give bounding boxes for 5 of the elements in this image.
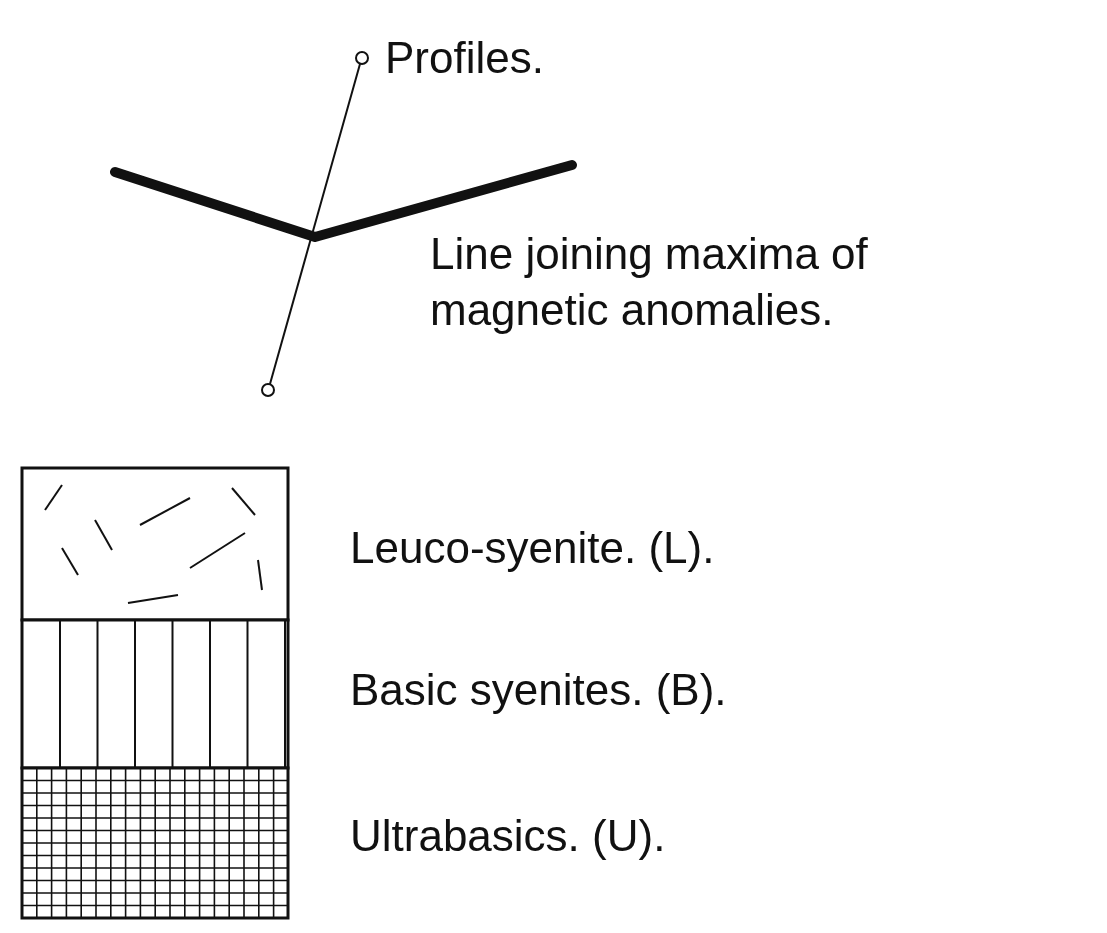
legend-text: Line joining maxima of magnetic anomalies.	[430, 228, 869, 337]
legend-text: Profiles.	[385, 32, 545, 84]
legend-text: Leuco-syenite. (L).	[350, 522, 716, 574]
legend-text: Basic syenites. (B).	[350, 664, 728, 716]
legend-text: Ultrabasics. (U).	[350, 810, 667, 862]
